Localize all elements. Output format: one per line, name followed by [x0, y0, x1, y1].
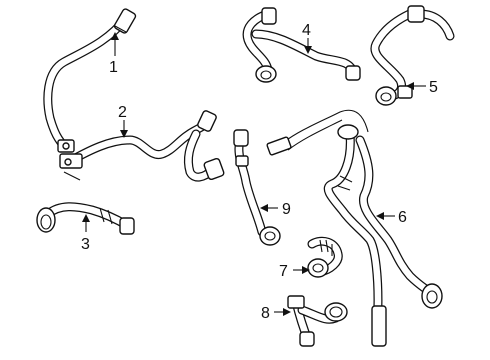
part-6-hose	[266, 109, 443, 347]
part-1-hose	[43, 8, 137, 153]
part-8-hose	[287, 295, 348, 347]
callout-5: 5	[406, 79, 438, 96]
part-3-hose	[36, 202, 135, 235]
callout-3: 3	[81, 214, 90, 253]
callout-4-label: 4	[302, 22, 311, 39]
part-7-hose	[307, 236, 343, 278]
callout-6: 6	[376, 209, 407, 226]
callout-2-label: 2	[118, 104, 127, 121]
callout-2: 2	[118, 104, 128, 138]
callout-4: 4	[302, 22, 312, 54]
callout-8-label: 8	[261, 305, 270, 322]
callout-7-label: 7	[279, 263, 288, 280]
callout-5-label: 5	[429, 79, 438, 96]
callout-9: 9	[260, 201, 291, 218]
part-2-hose	[59, 110, 225, 182]
part-9-hose	[233, 129, 281, 246]
callout-1: 1	[109, 32, 119, 76]
part-4-hose	[242, 7, 361, 83]
callout-8: 8	[261, 305, 291, 322]
callout-7: 7	[279, 263, 310, 280]
callout-3-label: 3	[81, 236, 90, 253]
callout-1-label: 1	[109, 59, 118, 76]
callout-9-label: 9	[282, 201, 291, 218]
callout-6-label: 6	[398, 209, 407, 226]
part-5-hose	[370, 5, 455, 106]
